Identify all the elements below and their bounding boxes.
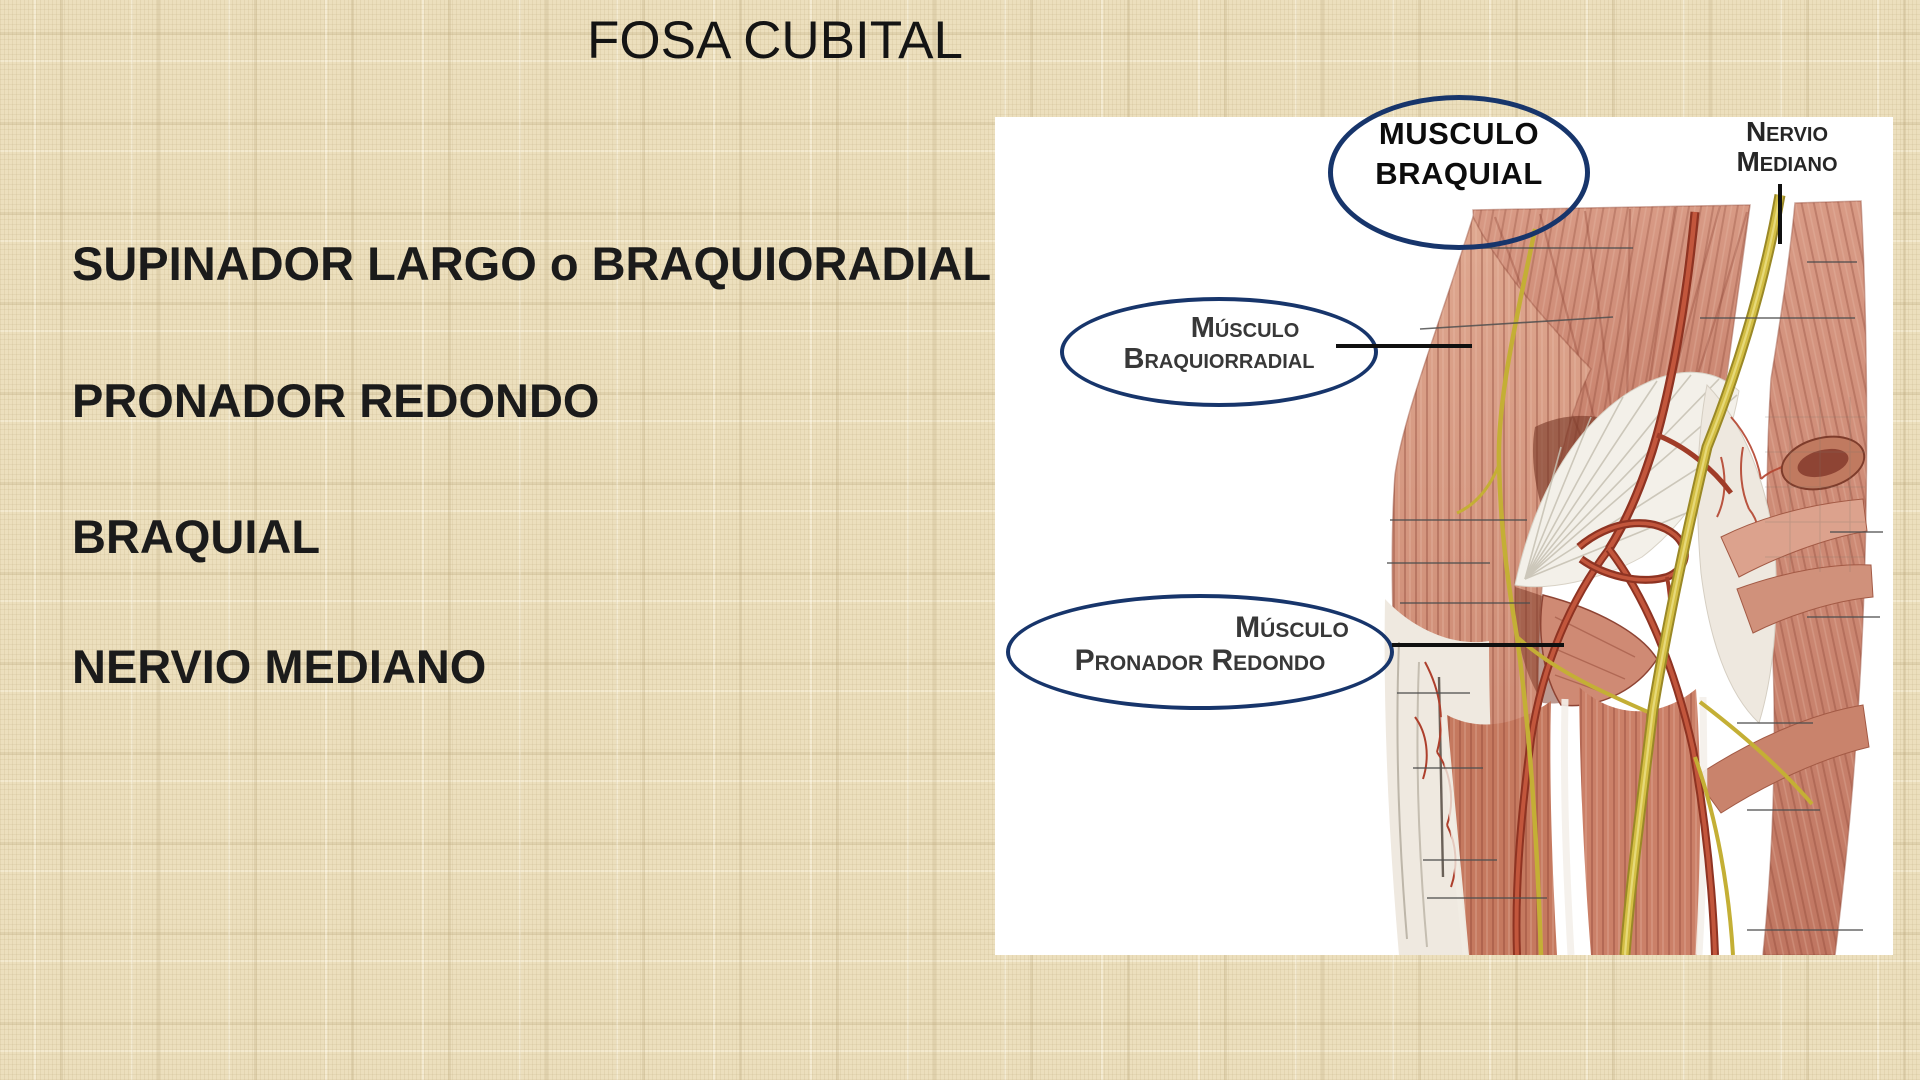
slide-title: FOSA CUBITAL <box>587 11 963 70</box>
callout-ellipse-musculo-pronador-redondo: Músculo Pronador Redondo <box>1006 594 1394 710</box>
label-pointer-line <box>1778 184 1782 244</box>
bullet-item: NERVIO MEDIANO <box>72 640 487 693</box>
elbow-region <box>1694 383 1874 814</box>
nerve-paths <box>1456 194 1814 955</box>
callout-text: Músculo <box>1235 611 1349 644</box>
bullet-item: PRONADOR REDONDO <box>72 374 600 427</box>
callout-ellipse-musculo-braquiorradial: Músculo Braquiorradial <box>1060 297 1378 407</box>
label-text: Nervio <box>1745 116 1829 147</box>
callout-text: Pronador Redondo <box>1074 644 1326 677</box>
callout-pointer-line <box>1392 643 1564 647</box>
bullet-item: BRAQUIAL <box>72 510 321 563</box>
callout-text: MUSCULO <box>1378 116 1540 151</box>
bullet-item: SUPINADOR LARGO o BRAQUIORADIAL <box>72 237 992 290</box>
label-text: Mediano <box>1736 146 1838 177</box>
label-nervio-mediano: Nervio Mediano <box>1692 117 1882 177</box>
callout-text: Músculo <box>1190 312 1300 344</box>
callout-text: Braquiorradial <box>1123 343 1315 375</box>
callout-pointer-line <box>1336 344 1472 348</box>
artery-paths <box>1512 211 1733 955</box>
anatomy-figure <box>995 117 1893 955</box>
anatomy-illustration <box>995 117 1893 955</box>
callout-ellipse-musculo-braquial: MUSCULO BRAQUIAL <box>1328 95 1590 250</box>
callout-text: BRAQUIAL <box>1375 156 1543 191</box>
